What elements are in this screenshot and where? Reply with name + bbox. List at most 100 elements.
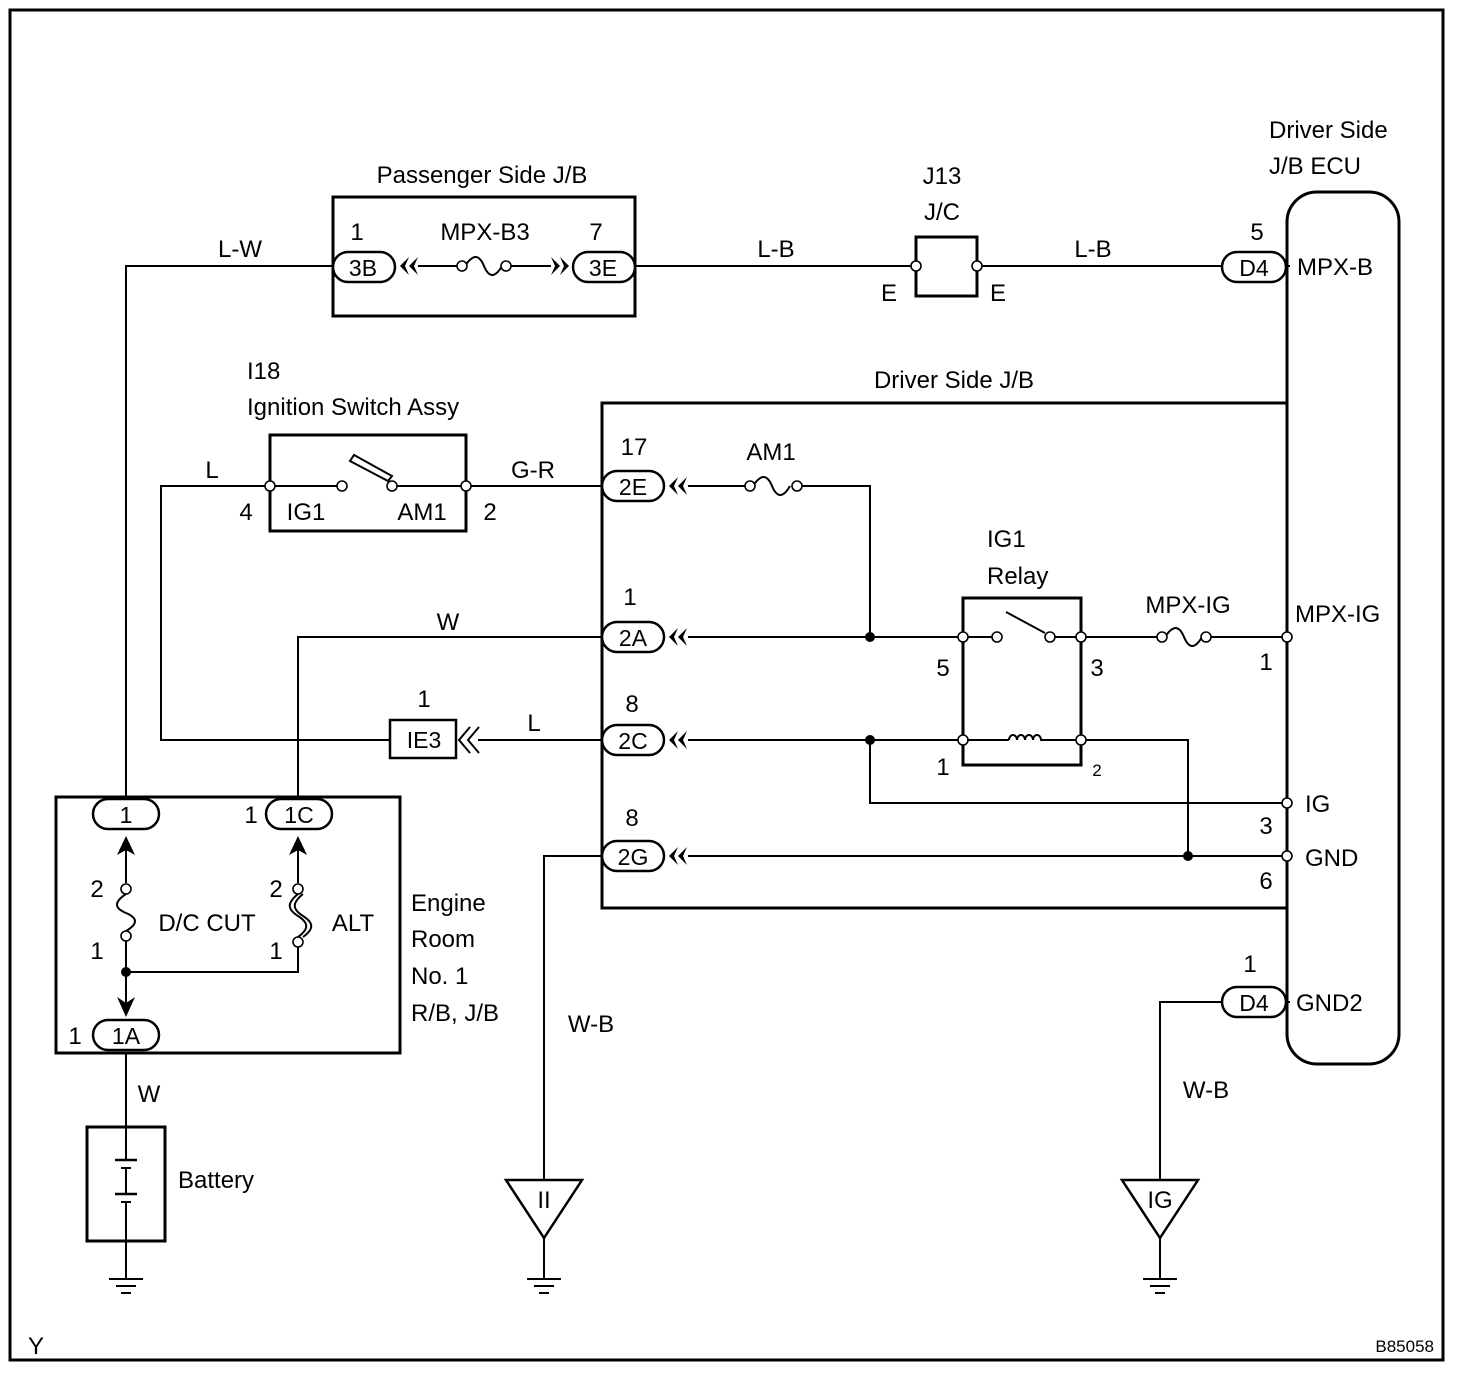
wire-label-l-ie3: L (527, 710, 540, 737)
ignition-switch-pin-right: 2 (483, 499, 496, 526)
connector-d4-bottom (1220, 985, 1288, 1019)
engine-room-pin-1c: 1 (244, 802, 257, 829)
connector-3b-label: 3B (349, 255, 377, 281)
ig1-relay-pin-3: 3 (1090, 655, 1103, 682)
ground-icon (109, 1278, 143, 1294)
alt-pin-bottom: 1 (269, 938, 282, 965)
diagram-frame (8, 8, 1445, 1362)
battery-label: Battery (178, 1167, 254, 1194)
connector-2a (600, 620, 666, 654)
ground-ig-label: IG (1147, 1187, 1172, 1214)
ignition-switch-code: I18 (247, 358, 280, 385)
passenger-jb-title: Passenger Side J/B (377, 162, 588, 189)
ground-point-ii: II (503, 1178, 585, 1294)
connector-1c (264, 797, 334, 831)
battery: Battery (85, 1125, 254, 1294)
connector-er-1-label: 1 (120, 802, 133, 828)
connector-d4-top-label: D4 (1239, 255, 1269, 281)
ecu-pin-mpxig: 1 (1259, 649, 1272, 676)
engine-room-title-line1: Engine (411, 890, 486, 917)
ground-icon (527, 1278, 561, 1294)
dc-cut-label: D/C CUT (158, 910, 256, 937)
wire-lw (125, 265, 333, 797)
connector-d4-bottom-label: D4 (1239, 990, 1269, 1016)
connector-2e (600, 469, 666, 503)
ecu-title-line2: J/B ECU (1269, 153, 1361, 180)
connector-1a-label: 1A (112, 1023, 141, 1049)
wire-label-l-ign: L (205, 457, 218, 484)
chevron-icon (400, 257, 409, 275)
driver-jb-pin-2a: 1 (623, 584, 636, 611)
ground-ii-label: II (537, 1187, 550, 1214)
connector-1c-label: 1C (284, 802, 313, 828)
ecu-label-gnd2: GND2 (1296, 990, 1363, 1017)
junction-connector-j13: J13 J/C E E (881, 163, 1006, 307)
ig1-relay-pin-5: 5 (936, 655, 949, 682)
wires (125, 265, 1290, 1180)
arrow-up-icon (117, 836, 135, 855)
ecu-label-ig: IG (1305, 791, 1330, 818)
passenger-jb-pin-right: 7 (589, 219, 602, 246)
driver-side-jb: Driver Side J/B 17 2E 1 2A 8 2C 8 2G AM1… (600, 367, 1287, 910)
footer-figure-id: B85058 (1375, 1337, 1434, 1356)
driver-jb-pin-2g: 8 (625, 805, 638, 832)
connector-2c (600, 723, 666, 757)
ie3-chevron-icon (457, 726, 480, 754)
ig1-relay-title-line1: IG1 (987, 526, 1026, 553)
fuse-mpx-b3-icon (464, 256, 503, 276)
connector-2g-label: 2G (618, 844, 649, 870)
jc-terminal-left: E (881, 280, 897, 307)
wire-label-wb-ii: W-B (568, 1011, 614, 1038)
passenger-side-jb: Passenger Side J/B 1 7 3B 3E MPX-B3 (331, 162, 637, 318)
ig1-relay: IG1 Relay 5 3 1 2 (936, 526, 1103, 781)
ie3-pin: 1 (417, 686, 430, 713)
ig1-relay-pin-2: 2 (1092, 761, 1101, 780)
ignition-switch-assy: I18 Ignition Switch Assy IG1 AM1 4 2 (239, 358, 497, 533)
wire-w-2a (297, 636, 602, 797)
driver-side-jb-ecu: Driver Side J/B ECU 5 D4 MPX-B MPX-IG 1 … (1220, 117, 1401, 1066)
driver-jb-pin-2c: 8 (625, 691, 638, 718)
dc-cut-pin-top: 2 (90, 876, 103, 903)
wire-label-wb-ig: W-B (1183, 1077, 1229, 1104)
wire-label-lb-right: L-B (1074, 236, 1111, 263)
connector-d4-top (1220, 250, 1288, 284)
fuse-mpx-b3-label: MPX-B3 (440, 219, 529, 246)
wire-label-lw: L-W (218, 236, 262, 263)
driver-jb-internal (688, 485, 1287, 861)
engine-room-title-line4: R/B, J/B (411, 1000, 499, 1027)
ecu-label-mpxig: MPX-IG (1295, 601, 1380, 628)
connector-2a-label: 2A (619, 625, 648, 651)
connector-2e-label: 2E (619, 474, 647, 500)
ecu-body (1285, 190, 1401, 1066)
fuse-dc-cut-icon (116, 893, 136, 932)
alt-label: ALT (332, 910, 375, 937)
engine-room-title-line2: Room (411, 926, 475, 953)
ig1-relay-title-line2: Relay (987, 563, 1048, 590)
engine-room-rb-jb: Engine Room No. 1 R/B, J/B 1 1 1C 2 1 D/… (54, 795, 499, 1055)
connector-2g (600, 839, 666, 873)
fuse-mpxig-label: MPX-IG (1145, 592, 1230, 619)
engine-room-pin-1a: 1 (68, 1023, 81, 1050)
ecu-label-mpxb: MPX-B (1297, 254, 1373, 281)
jc-title-line2: J/C (924, 199, 960, 226)
driver-jb-pin-2e: 17 (621, 434, 648, 461)
ignition-switch-label-am1: AM1 (397, 499, 446, 526)
ignition-switch-pin-left: 4 (239, 499, 252, 526)
ignition-switch-title: Ignition Switch Assy (247, 394, 459, 421)
wire-label-w-2a: W (437, 609, 460, 636)
jc-terminal-right: E (990, 280, 1006, 307)
wire-wb-ig (1159, 1001, 1222, 1180)
wire-wb-ii (543, 855, 602, 1180)
ground-point-ig: IG (1119, 1178, 1201, 1294)
connector-3b (331, 250, 397, 284)
wire-label-w-battery: W (138, 1081, 161, 1108)
relay-coil-icon (1008, 734, 1046, 741)
fuse-alt-icon (288, 893, 308, 938)
fuse-mpxig-icon (1164, 627, 1203, 647)
wire-label-gr: G-R (511, 457, 555, 484)
fuse-am1-icon (752, 476, 791, 496)
fuse-am1-label: AM1 (746, 439, 795, 466)
key-switch-icon (348, 453, 394, 483)
ground-icon (1143, 1278, 1177, 1294)
dc-cut-pin-bottom: 1 (90, 938, 103, 965)
